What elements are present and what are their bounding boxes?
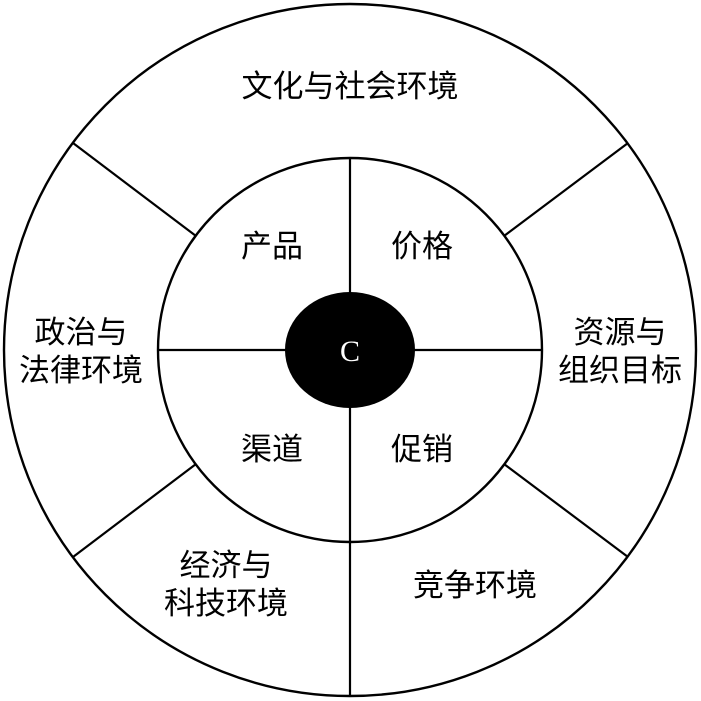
center-node — [285, 292, 415, 408]
outer-divider-upper-left — [72, 142, 197, 237]
outer-label-economy-technology: 经济与 科技环境 — [164, 548, 288, 622]
outer-divider-lower-right — [503, 463, 629, 558]
outer-label-resources-objectives-line-2: 组织目标 — [558, 353, 682, 389]
outer-label-politics-law-line-1: 政治与 — [35, 315, 128, 351]
outer-label-economy-technology-line-1: 经济与 — [180, 548, 273, 584]
outer-label-culture-society: 文化与社会环境 — [242, 69, 459, 105]
outer-label-competition: 竞争环境 — [413, 568, 537, 604]
inner-label-product: 产品 — [241, 229, 303, 265]
center-label: C — [340, 335, 360, 368]
outer-divider-upper-right — [503, 142, 629, 237]
outer-label-economy-technology-line-2: 科技环境 — [164, 586, 288, 622]
inner-label-promotion: 促销 — [391, 432, 453, 468]
inner-label-place: 渠道 — [241, 432, 303, 468]
outer-label-resources-objectives-line-1: 资源与 — [574, 315, 667, 351]
outer-label-politics-law-line-2: 法律环境 — [19, 353, 143, 389]
inner-label-price: 价格 — [391, 229, 453, 265]
outer-label-resources-objectives: 资源与 组织目标 — [558, 315, 682, 389]
outer-divider-lower-left — [72, 463, 197, 558]
outer-label-politics-law: 政治与 法律环境 — [19, 315, 143, 389]
